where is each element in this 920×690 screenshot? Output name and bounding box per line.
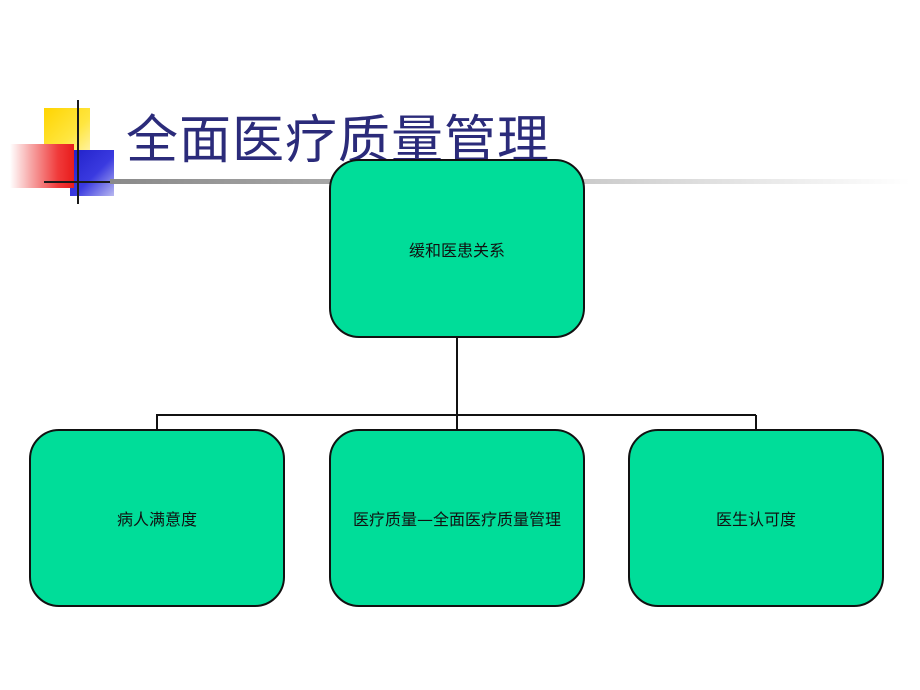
org-node-doctor-recognition-label: 医生认可度 bbox=[715, 510, 796, 529]
decorative-vertical-line bbox=[77, 100, 79, 204]
org-node-medical-quality-label: 医疗质量—全面医疗质量管理 bbox=[352, 510, 561, 529]
org-node-root: 缓和医患关系 bbox=[329, 159, 585, 338]
org-node-patient-satisfaction: 病人满意度 bbox=[29, 429, 285, 607]
org-node-medical-quality: 医疗质量—全面医疗质量管理 bbox=[329, 429, 585, 607]
org-node-patient-satisfaction-label: 病人满意度 bbox=[116, 510, 197, 529]
decorative-horizontal-line bbox=[44, 181, 144, 183]
decorative-red-bar bbox=[10, 144, 74, 188]
org-node-root-label: 缓和医患关系 bbox=[408, 240, 505, 260]
org-node-doctor-recognition: 医生认可度 bbox=[628, 429, 884, 607]
